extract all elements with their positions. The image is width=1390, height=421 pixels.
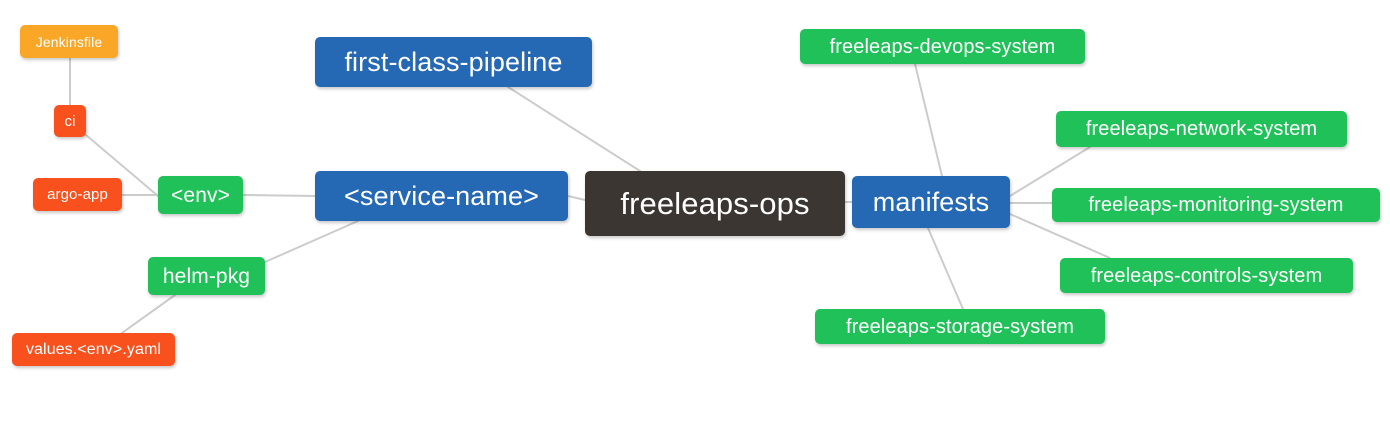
node-monitoring-system[interactable]: freeleaps-monitoring-system — [1052, 188, 1380, 222]
edge-manifests-to-devops-system — [914, 63, 943, 177]
node-network-system[interactable]: freeleaps-network-system — [1056, 111, 1347, 147]
node-storage-system[interactable]: freeleaps-storage-system — [815, 309, 1105, 344]
edge-service-name-to-freeleaps-ops — [567, 195, 586, 201]
node-service-name[interactable]: <service-name> — [315, 171, 568, 221]
node-controls-system[interactable]: freeleaps-controls-system — [1060, 258, 1353, 293]
edge-manifests-to-storage-system — [927, 227, 964, 310]
edge-first-class-pipeline-to-freeleaps-ops — [507, 86, 641, 172]
node-helm-pkg[interactable]: helm-pkg — [148, 257, 265, 295]
node-argo-app[interactable]: argo-app — [33, 178, 122, 211]
node-jenkinsfile[interactable]: Jenkinsfile — [20, 25, 118, 58]
node-freeleaps-ops[interactable]: freeleaps-ops — [585, 171, 845, 236]
node-devops-system[interactable]: freeleaps-devops-system — [800, 29, 1085, 64]
node-manifests[interactable]: manifests — [852, 176, 1010, 228]
node-first-class-pipeline[interactable]: first-class-pipeline — [315, 37, 592, 87]
node-env[interactable]: <env> — [158, 176, 243, 214]
node-values-yaml[interactable]: values.<env>.yaml — [12, 333, 175, 366]
node-ci[interactable]: ci — [54, 105, 86, 137]
edge-env-to-service-name — [242, 194, 316, 197]
edge-helm-pkg-to-values-yaml — [121, 294, 176, 334]
edge-service-name-to-helm-pkg — [264, 220, 359, 263]
